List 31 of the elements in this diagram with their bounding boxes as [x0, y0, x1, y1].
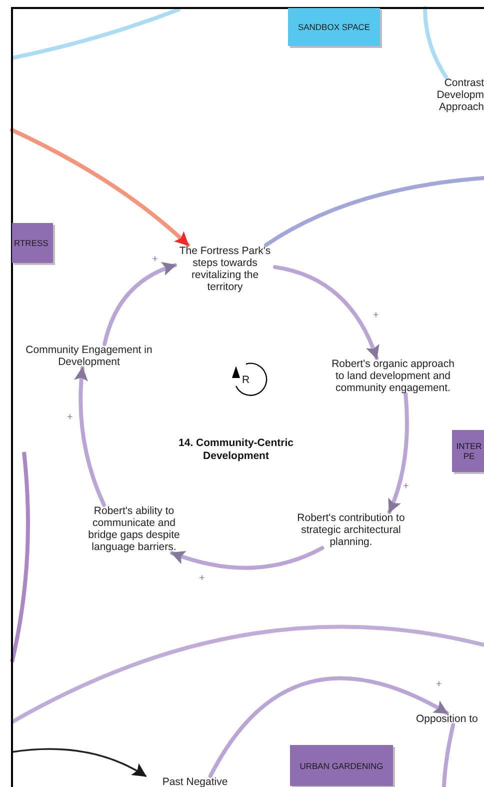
polarity-sign: + [373, 311, 379, 321]
variable-label: Contrast Developm Approach [434, 77, 484, 113]
variable-label: Past Negative [140, 776, 250, 787]
arrow [102, 262, 177, 346]
connector-line [423, 6, 448, 79]
concept-box: URBAN GARDENING [290, 745, 393, 786]
variable-label: Robert's organic approach to land development and community engagement. [330, 358, 456, 394]
polarity-sign: + [152, 255, 158, 265]
variable-label: Opposition to [416, 713, 478, 725]
polarity-sign: + [199, 574, 205, 584]
loop-label: R [242, 374, 250, 386]
polarity-sign: + [436, 680, 442, 690]
variable-label: Community Engagement in Development [24, 344, 154, 368]
arrow [11, 748, 147, 777]
arrow [208, 676, 449, 778]
polarity-sign: + [403, 482, 409, 492]
concept-box: RTRESS [12, 223, 53, 263]
arrow [10, 128, 190, 247]
loop-title: 14. Community-Centric Development [178, 437, 294, 463]
variable-label: The Fortress Park's steps towards revitalizing the territory [175, 245, 275, 293]
variable-label: Robert's contribution to strategic architectural planning. [291, 512, 411, 548]
arrow [74, 366, 106, 507]
variable-label: Robert's ability to communicate and bridge gaps despite language barriers. [84, 505, 184, 553]
arrow [387, 392, 409, 514]
concept-box: SANDBOX SPACE [288, 8, 380, 46]
connector-line [442, 723, 456, 787]
concept-box: INTER PE [452, 430, 484, 472]
connector-line [264, 176, 484, 247]
arrow [273, 265, 379, 360]
polarity-sign: + [67, 413, 73, 423]
arrow [170, 546, 324, 570]
